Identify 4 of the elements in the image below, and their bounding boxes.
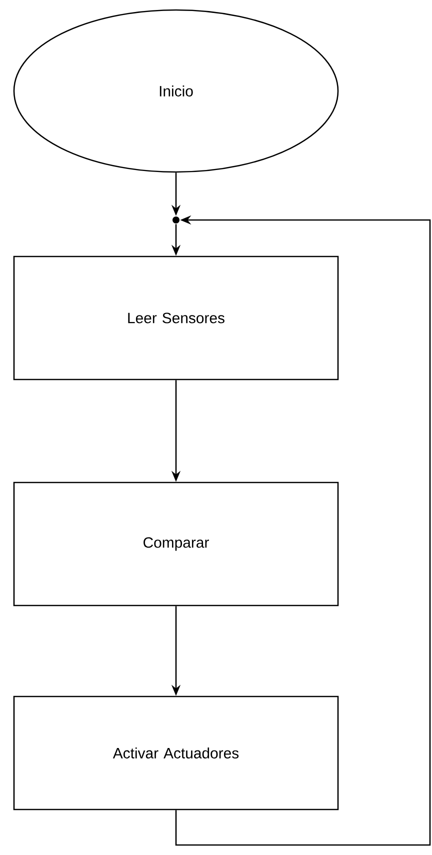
process-box: Activar Actuadores [13, 696, 339, 810]
junction-dot [172, 216, 180, 224]
process-box: Comparar [13, 482, 339, 606]
process-box: Leer Sensores [13, 256, 339, 380]
